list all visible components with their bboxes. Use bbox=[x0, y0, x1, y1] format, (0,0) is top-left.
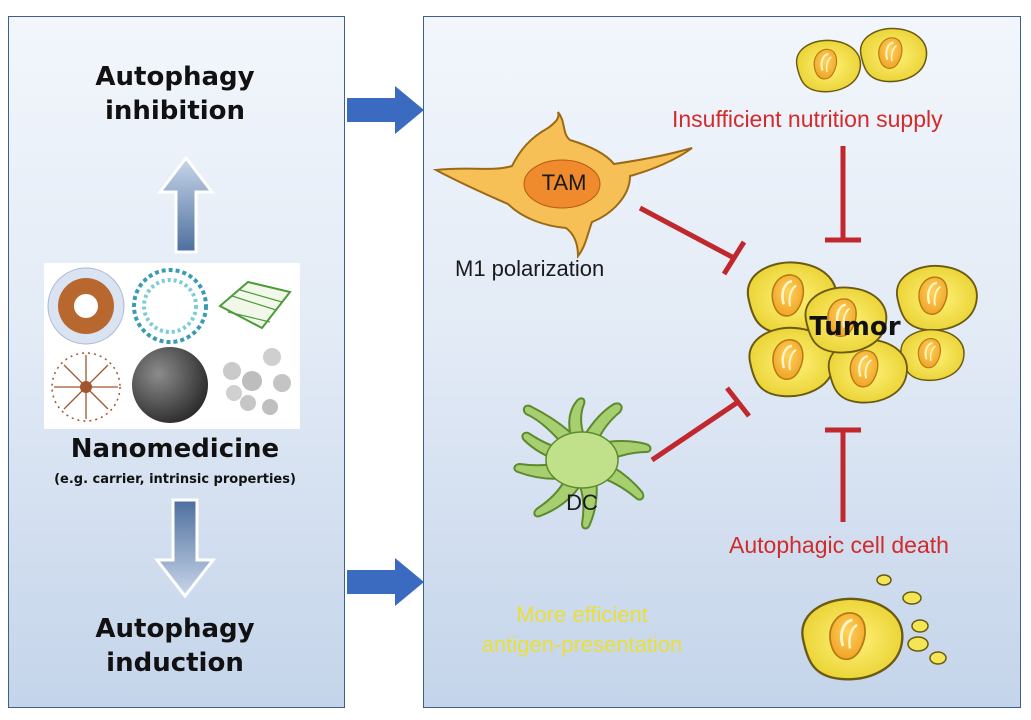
inhibition-bar-icon bbox=[650, 386, 751, 463]
dc-label: DC bbox=[566, 490, 598, 515]
nanoparticle-icon bbox=[44, 263, 300, 429]
title-line: Autophagy bbox=[95, 614, 255, 644]
title-line: inhibition bbox=[104, 96, 246, 126]
down-arrow-icon bbox=[153, 498, 217, 599]
caption-line: More efficient bbox=[516, 602, 648, 627]
right-arrow-icon bbox=[347, 86, 424, 134]
tumor-label: Tumor bbox=[809, 312, 901, 342]
inhibition-bar-icon bbox=[825, 146, 861, 243]
caption-line: antigen-presentation bbox=[481, 632, 683, 657]
nanomedicine-title: Nanomedicine bbox=[70, 434, 280, 464]
autophagy-inhibition-title: Autophagy inhibition bbox=[60, 60, 290, 128]
cell-icon bbox=[513, 397, 652, 530]
dc-caption: More efficient antigen-presentation bbox=[432, 600, 732, 660]
cell-icon bbox=[800, 574, 947, 681]
cell-icon bbox=[795, 27, 928, 93]
inhibition-bar-icon bbox=[825, 427, 861, 522]
m1-polarization-label: M1 polarization bbox=[455, 256, 605, 281]
tam-label: TAM bbox=[541, 170, 587, 195]
right-arrow-icon bbox=[347, 558, 424, 606]
inhibition-bar-icon bbox=[638, 205, 747, 276]
title-line: induction bbox=[106, 648, 244, 678]
title-line: Autophagy bbox=[95, 62, 255, 92]
nanomedicine-subtitle: (e.g. carrier, intrinsic properties) bbox=[54, 472, 296, 487]
cell-icon bbox=[432, 111, 693, 259]
autophagic-cell-death-label: Autophagic cell death bbox=[729, 532, 949, 558]
up-arrow-icon bbox=[156, 155, 216, 254]
insufficient-nutrition-label: Insufficient nutrition supply bbox=[672, 106, 943, 132]
autophagy-induction-title: Autophagy induction bbox=[60, 612, 290, 680]
